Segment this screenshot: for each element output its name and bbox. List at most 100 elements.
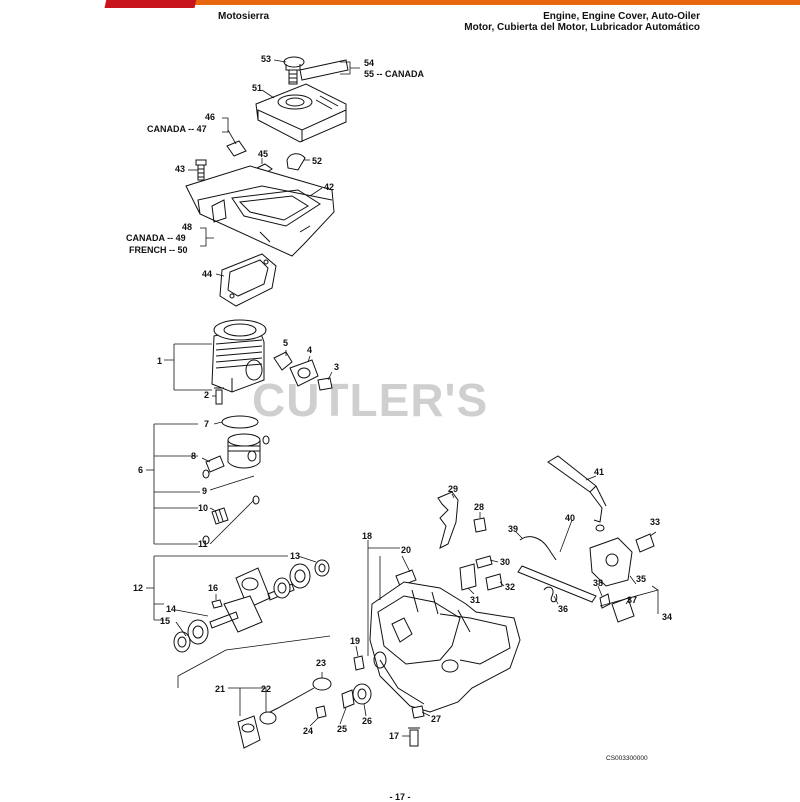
- callout-39: 39: [508, 524, 518, 534]
- callout-10: 10: [198, 503, 208, 513]
- callout-9: 9: [202, 486, 207, 496]
- callout-2: 2: [204, 390, 209, 400]
- callout-44: 44: [202, 269, 212, 279]
- callout-43: 43: [175, 164, 185, 174]
- part-grommet-40: [595, 524, 605, 532]
- label-canada-55: 55 -- CANADA: [364, 69, 425, 79]
- diagram-code: CS003300000: [606, 755, 648, 762]
- callout-27: 27: [431, 714, 441, 724]
- watermark-text: CUTLER'S: [252, 374, 488, 426]
- part-screw-28: [473, 517, 487, 533]
- callout-36: 36: [558, 604, 568, 614]
- callout-32: 32: [505, 582, 515, 592]
- leader-lines: [146, 59, 659, 737]
- part-piston: [227, 433, 261, 469]
- part-crankcase: [369, 581, 521, 713]
- callout-38: 38: [593, 578, 603, 588]
- diagram-parts: [173, 56, 655, 749]
- part-chain-guide-29: [437, 491, 459, 549]
- part-washer-38: [599, 593, 611, 609]
- callout-7: 7: [204, 419, 209, 429]
- callout-53: 53: [261, 54, 271, 64]
- header-section-title: Engine, Engine Cover, Auto-Oiler Motor, …: [464, 11, 700, 33]
- part-circlip-b: [262, 435, 270, 445]
- part-nut-24: [315, 705, 327, 719]
- callout-29: 29: [448, 484, 458, 494]
- callout-48: 48: [182, 222, 192, 232]
- label-canada-49: CANADA -- 49: [126, 233, 186, 243]
- part-gasket-5: [273, 351, 293, 371]
- part-washer-b: [252, 495, 260, 505]
- part-clamp-3: [317, 377, 333, 391]
- callout-46: 46: [205, 112, 215, 122]
- callout-33: 33: [650, 517, 660, 527]
- part-decal-20: [395, 569, 417, 587]
- part-piston-pin: [205, 455, 225, 473]
- callout-34: 34: [662, 612, 672, 622]
- part-oil-tube-41: [547, 455, 607, 523]
- callout-41: 41: [594, 467, 604, 477]
- label-canada-47: CANADA -- 47: [147, 124, 207, 134]
- part-oil-seal-26: [352, 683, 372, 705]
- part-circlip-a: [202, 469, 210, 479]
- part-washer-a: [202, 535, 210, 545]
- label-french-50: FRENCH -- 50: [129, 245, 188, 255]
- part-gasket-44: [219, 253, 277, 307]
- header-title-es: Motor, Cubierta del Motor, Lubricador Au…: [464, 22, 700, 33]
- callout-4: 4: [307, 345, 312, 355]
- callout-22: 22: [261, 684, 271, 694]
- part-bearing-upper: [273, 563, 311, 599]
- callout-3: 3: [334, 362, 339, 372]
- part-cover-32: [485, 573, 503, 591]
- callout-26: 26: [362, 716, 372, 726]
- part-oil-seal-upper: [314, 559, 330, 577]
- part-nut-27: [411, 705, 425, 719]
- callout-30: 30: [500, 557, 510, 567]
- callout-5: 5: [283, 338, 288, 348]
- part-oil-pump-35: [589, 537, 633, 587]
- part-grommet-52: [286, 153, 306, 171]
- callout-25: 25: [337, 724, 347, 734]
- part-top-cover: [255, 83, 347, 143]
- part-oil-pump-21: [237, 715, 261, 749]
- part-plate-31: [459, 563, 477, 591]
- callout-37: 37: [627, 595, 637, 605]
- callout-45: 45: [258, 149, 268, 159]
- part-screw-43: [195, 159, 207, 181]
- part-key: [211, 599, 223, 609]
- part-bearing-lower: [173, 619, 209, 653]
- callout-28: 28: [474, 502, 484, 512]
- part-intake-4: [289, 359, 319, 387]
- callout-19: 19: [350, 636, 360, 646]
- part-hose-39: [519, 536, 557, 561]
- callout-31: 31: [470, 595, 480, 605]
- callout-21: 21: [215, 684, 225, 694]
- callout-20: 20: [401, 545, 411, 555]
- part-o-ring-22: [259, 711, 277, 725]
- callout-13: 13: [290, 551, 300, 561]
- callout-6: 6: [138, 465, 143, 475]
- callout-8: 8: [191, 451, 196, 461]
- part-decal-46: [226, 140, 247, 157]
- callout-40: 40: [565, 513, 575, 523]
- callout-35: 35: [636, 574, 646, 584]
- part-screw-30: [475, 555, 493, 569]
- callout-14: 14: [166, 604, 176, 614]
- page-number: - 17 -: [389, 792, 411, 802]
- part-oil-tube-34: [517, 565, 597, 603]
- part-fitting-33: [635, 533, 655, 553]
- callout-42: 42: [324, 182, 334, 192]
- part-fitting-25: [341, 689, 355, 709]
- callout-23: 23: [316, 658, 326, 668]
- part-spring-36: [543, 586, 558, 603]
- callout-51: 51: [252, 83, 262, 93]
- callout-17: 17: [389, 731, 399, 741]
- part-cover-knob: [283, 56, 305, 85]
- callout-52: 52: [312, 156, 322, 166]
- callout-labels: 53 54 55 -- CANADA 51 46 CANADA -- 47 45…: [126, 54, 672, 741]
- callout-24: 24: [303, 726, 313, 736]
- header-title-en: Engine, Engine Cover, Auto-Oiler: [543, 11, 700, 22]
- header-product: Motosierra: [218, 11, 270, 22]
- callout-15: 15: [160, 616, 170, 626]
